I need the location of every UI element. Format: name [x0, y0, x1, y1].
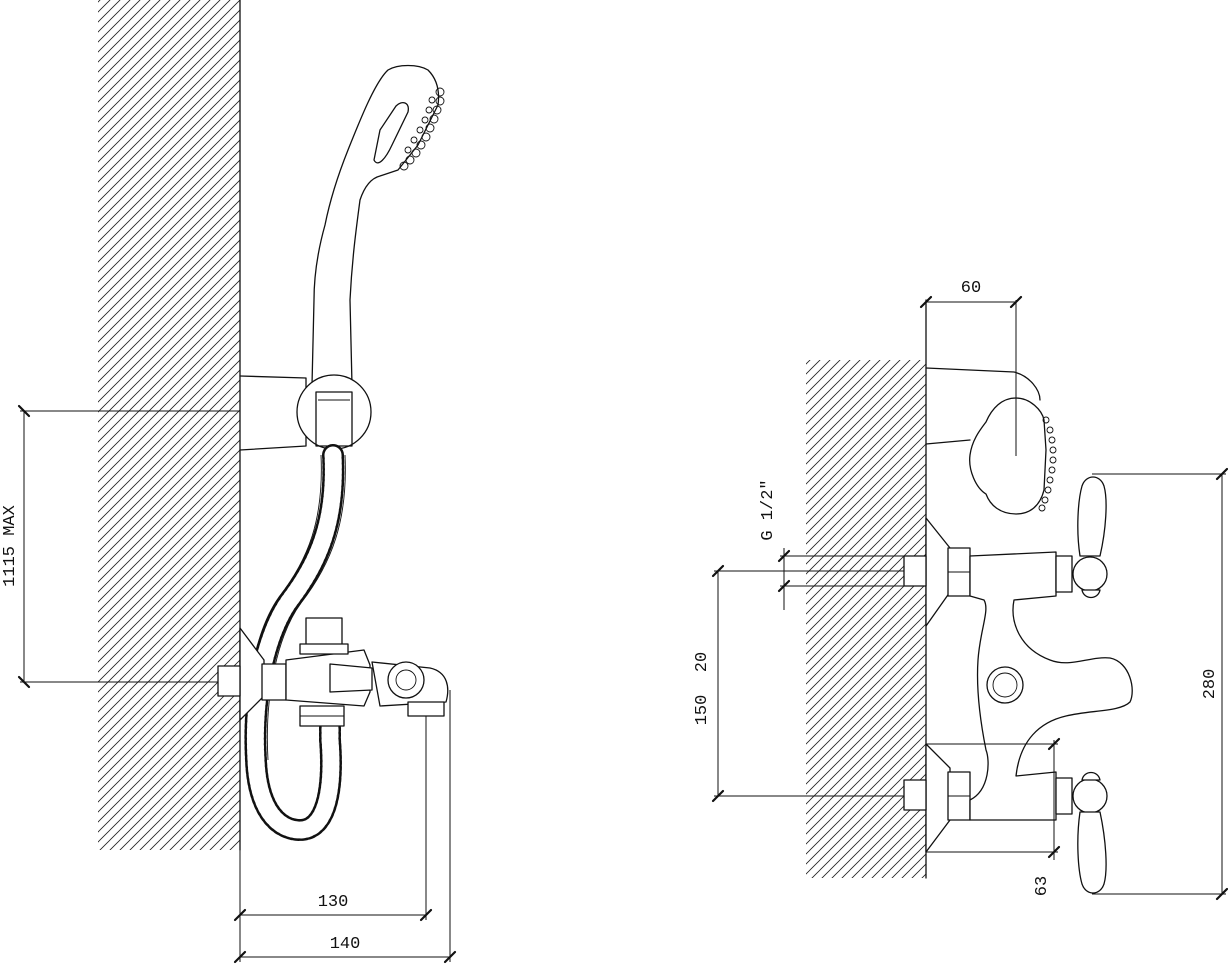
escutcheons: [903, 517, 971, 853]
dimension-total-height-label: 280: [1201, 669, 1220, 700]
dimension-inlet-spacing: 20 150: [693, 564, 904, 803]
shower-head-front: [925, 367, 1057, 515]
dimension-inlet-spacing-label: 150: [693, 695, 712, 726]
dimension-projection-inner-label: 130: [318, 893, 349, 912]
dimension-total-height: 280: [1092, 467, 1228, 901]
dimension-max-height: 1115 MAX: [1, 404, 240, 689]
dimension-thread-label: G 1/2": [759, 479, 778, 540]
lever-handles: [1055, 476, 1108, 894]
dimension-handle-offset-label: 63: [1033, 876, 1052, 896]
hand-shower: [311, 64, 445, 386]
dimension-projection-outer-label: 140: [330, 935, 361, 954]
left-wall-hatch: [98, 0, 240, 850]
mixer-body: [217, 617, 449, 727]
left-view: 1115 MAX 130 140: [1, 0, 457, 964]
shower-head-nozzles: [1038, 416, 1057, 512]
mixer-body-front: [969, 551, 1133, 821]
dimension-max-height-label: 1115 MAX: [1, 505, 20, 587]
dimension-top-width: 60: [919, 279, 1023, 456]
dimension-thread: G 1/2": [759, 479, 904, 610]
dimension-inlet-offset-label: 20: [693, 652, 712, 672]
right-view: 60 G 1/2" 20 150 280: [693, 279, 1228, 901]
dimension-projection: 130 140: [233, 690, 457, 964]
shower-nozzles: [399, 87, 445, 171]
dimension-handle-offset: 63: [926, 737, 1061, 896]
shower-holder: [239, 374, 372, 451]
dimension-top-width-label: 60: [961, 279, 981, 298]
